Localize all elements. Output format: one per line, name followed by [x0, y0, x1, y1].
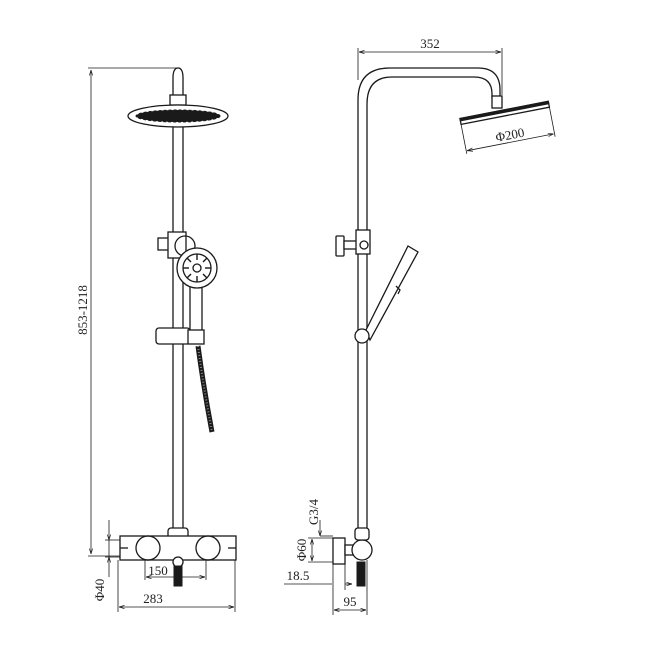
- valve-centres-label: 150: [148, 563, 168, 578]
- pipe-diameter-dimension: Φ40: [92, 520, 120, 601]
- height-range-label: 853-1218: [75, 285, 90, 335]
- valve-width-label: 283: [143, 591, 163, 606]
- inlet-thread-dimension: G3/4: [306, 499, 333, 537]
- valve-centres-dimension: 150: [144, 560, 207, 580]
- wall-projection-dimension: 95: [334, 560, 368, 615]
- head-diameter-label: Φ200: [494, 125, 525, 145]
- head-projection-dimension: 352: [357, 36, 503, 95]
- hose: [195, 345, 215, 433]
- escutcheon-depth-label: 18.5: [287, 568, 310, 583]
- overhead-shower-head-side: Φ200: [459, 100, 556, 154]
- thermostatic-valve: [119, 527, 237, 587]
- front-view: 853-1218: [75, 67, 237, 612]
- wall-elbow: [332, 527, 373, 587]
- diverter-bracket: [157, 231, 196, 259]
- shower-arm: [357, 67, 503, 540]
- slide-holder: [155, 327, 205, 345]
- escutcheon-diameter-label: Φ60: [294, 539, 309, 562]
- diverter-knob: [335, 229, 371, 257]
- overhead-shower-head: [127, 94, 229, 128]
- escutcheon-depth-dimension: 18.5: [284, 564, 352, 615]
- riser-pipe: [172, 67, 184, 538]
- wall-projection-label: 95: [344, 594, 357, 609]
- hand-shower-side: [354, 245, 419, 344]
- escutcheon-diameter-dimension: Φ60: [294, 537, 333, 563]
- head-projection-label: 352: [420, 36, 440, 51]
- valve-width-dimension: 283: [117, 560, 236, 612]
- pipe-diameter-label: Φ40: [92, 579, 107, 602]
- hand-shower: [176, 247, 218, 333]
- side-view: 352 Φ200: [284, 36, 556, 615]
- inlet-thread-label: G3/4: [306, 499, 321, 526]
- height-dimension: 853-1218: [75, 67, 180, 557]
